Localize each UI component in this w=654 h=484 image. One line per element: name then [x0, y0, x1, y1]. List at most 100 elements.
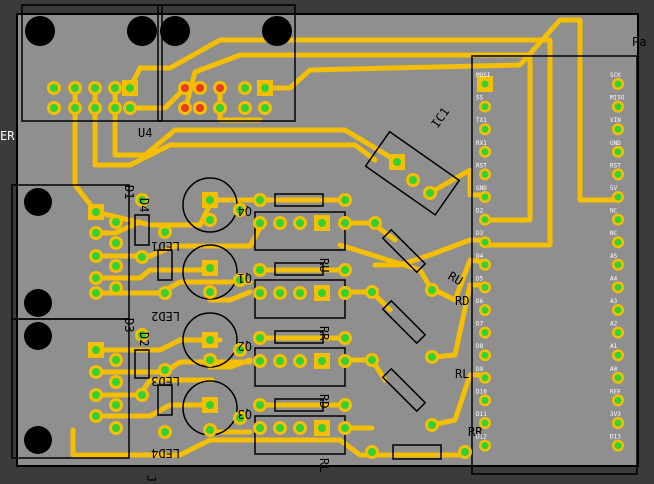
solder-pad — [253, 421, 267, 435]
arduino-pin-label: D9 — [476, 366, 484, 373]
arduino-pin-label: D2 — [476, 208, 484, 215]
solder-pad — [479, 168, 491, 181]
arduino-pin-label: D4 — [476, 253, 484, 260]
solder-pad — [273, 421, 287, 435]
d2-outline — [157, 249, 173, 281]
label-q1: Q1 — [238, 271, 252, 285]
solder-pad — [338, 421, 352, 435]
arduino-header-outline — [471, 55, 638, 475]
solder-pad — [202, 192, 218, 208]
solder-pad — [178, 81, 192, 95]
solder-pad — [193, 81, 207, 95]
arduino-pin-label: 3V3 — [610, 411, 621, 418]
solder-pad — [389, 154, 405, 170]
solder-pad — [135, 193, 149, 207]
arduino-pin-label: D3 — [476, 230, 484, 237]
arduino-pin-label: D8 — [476, 343, 484, 350]
solder-pad — [293, 216, 307, 230]
solder-pad — [273, 286, 287, 300]
solder-pad — [253, 398, 267, 412]
arduino-pin-label: D10 — [476, 388, 487, 395]
solder-pad — [257, 80, 273, 96]
res-rl-outline — [381, 367, 427, 413]
solder-pad — [135, 388, 149, 402]
arduino-pin-label: A2 — [610, 321, 618, 328]
solder-pad — [612, 78, 624, 90]
arduino-pin-label: A3 — [610, 298, 618, 305]
solder-pad — [253, 193, 267, 207]
arduino-pin-label: A4 — [610, 275, 618, 282]
solder-pad — [203, 423, 217, 437]
solder-pad — [314, 215, 330, 231]
solder-pad — [479, 191, 491, 203]
solder-pad — [479, 213, 491, 226]
solder-pad — [238, 81, 252, 95]
arduino-pin-label: TX1 — [476, 117, 487, 124]
rj45-top-left-outline — [21, 4, 163, 122]
solder-pad — [253, 286, 267, 300]
solder-pad — [238, 101, 252, 115]
solder-pad — [314, 420, 330, 436]
solder-pad — [479, 349, 491, 362]
arduino-pin-label: MOSI — [476, 72, 491, 79]
label-led3: LED3 — [151, 374, 180, 388]
solder-pad — [213, 81, 227, 95]
label-led2: LED2 — [151, 309, 180, 323]
solder-pad — [88, 204, 104, 220]
mount-hole — [24, 426, 52, 454]
mount-hole — [24, 188, 52, 216]
arduino-pin-label: MISO — [610, 95, 625, 102]
mount-hole — [24, 289, 52, 317]
label-q3: Q3 — [238, 407, 252, 421]
solder-pad — [479, 394, 491, 407]
arduino-pin-label: D12 — [476, 434, 487, 441]
solder-pad — [479, 326, 491, 339]
board-outline — [16, 13, 639, 467]
label-ru: RU — [446, 269, 466, 288]
label-led1: LED1 — [151, 239, 180, 253]
solder-pad — [479, 145, 491, 158]
solder-pad — [109, 215, 123, 229]
solder-pad — [479, 258, 491, 271]
label-relay-rr: RR — [317, 326, 331, 341]
arduino-pin-label: D11 — [476, 411, 487, 418]
solder-pad — [88, 101, 102, 115]
solder-pad — [612, 100, 624, 113]
solder-pad — [293, 421, 307, 435]
solder-pad — [612, 191, 624, 203]
label-j1: J1 — [144, 475, 158, 484]
label-u4: U4 — [138, 126, 152, 140]
solder-pad — [365, 353, 379, 367]
label-q2: Q2 — [238, 339, 252, 353]
label-relay-ru: RU — [317, 258, 331, 272]
r4-outline — [274, 398, 324, 412]
solder-pad — [233, 273, 247, 287]
solder-pad — [109, 398, 123, 412]
arduino-pin-label: RST — [476, 162, 487, 169]
solder-pad — [612, 371, 624, 384]
label-er: ER — [0, 129, 15, 143]
solder-pad — [612, 145, 624, 158]
solder-pad — [203, 285, 217, 299]
rj45-left-lower-outline — [11, 318, 130, 459]
solder-pad — [612, 349, 624, 362]
solder-pad — [202, 260, 218, 276]
solder-pad — [338, 331, 352, 345]
arduino-pin-label: 5V — [610, 185, 618, 192]
label-q4: Q4 — [238, 204, 252, 218]
res-rd-outline — [381, 299, 427, 345]
mounting-holes — [24, 16, 292, 454]
solder-pad — [612, 258, 624, 271]
label-d2: D4 — [137, 198, 151, 212]
solder-pad — [135, 250, 149, 264]
solder-pad — [68, 101, 82, 115]
solder-pad — [425, 283, 439, 297]
solder-pad — [479, 439, 491, 452]
solder-pad — [612, 168, 624, 181]
solder-pad — [135, 328, 149, 342]
arduino-pin-label: RST — [610, 162, 621, 169]
label-rl: RL — [455, 367, 469, 381]
d3-outline — [134, 349, 150, 379]
solder-pad — [338, 263, 352, 277]
